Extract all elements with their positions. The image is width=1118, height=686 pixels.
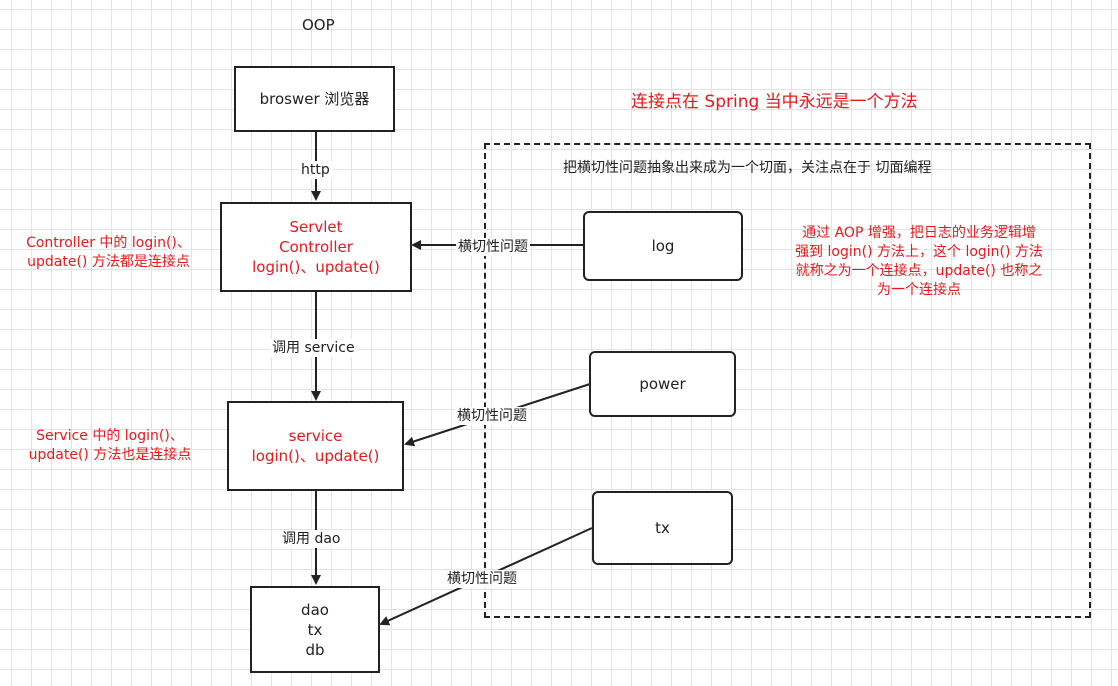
controller-label-controller: Controller <box>279 238 353 256</box>
edge-label-cross-log: 横切性问题 <box>456 238 530 256</box>
tx-label: tx <box>655 519 670 537</box>
service-note: Service 中的 login()、 update() 方法也是连接点 <box>12 427 208 465</box>
service-note-line2: update() 方法也是连接点 <box>28 447 192 463</box>
headline: 连接点在 Spring 当中永远是一个方法 <box>631 92 918 112</box>
service-node[interactable]: service login()、update() <box>227 401 404 491</box>
service-label-title: service <box>288 427 343 445</box>
service-label-methods: login()、update() <box>251 447 380 465</box>
aop-note: 通过 AOP 增强，把日志的业务逻辑增 强到 login() 方法上，这个 lo… <box>766 224 1072 300</box>
log-label: log <box>651 237 675 255</box>
dao-label-db: db <box>305 640 325 659</box>
edge-label-cross-power: 横切性问题 <box>455 407 529 425</box>
dao-node[interactable]: dao tx db <box>250 586 380 673</box>
controller-note-line1: Controller 中的 login()、 <box>26 235 191 251</box>
aop-note-line2: 强到 login() 方法上，这个 login() 方法 <box>795 244 1043 260</box>
tx-node[interactable]: tx <box>592 491 733 565</box>
edge-label-call-service: 调用 service <box>270 339 357 357</box>
aop-note-line3: 就称之为一个连接点，update() 也称之 <box>795 263 1043 279</box>
browser-label: broswer 浏览器 <box>259 90 370 108</box>
browser-node[interactable]: broswer 浏览器 <box>234 66 395 132</box>
controller-label-methods: login()、update() <box>252 258 380 276</box>
edge-label-http: http <box>299 161 332 179</box>
controller-label-servlet: Servlet <box>289 218 343 236</box>
aspect-area-caption: 把横切性问题抽象出来成为一个切面，关注点在于 切面编程 <box>563 160 932 176</box>
controller-note-line2: update() 方法都是连接点 <box>27 254 190 270</box>
dao-label-dao: dao <box>301 600 329 619</box>
aop-note-line1: 通过 AOP 增强，把日志的业务逻辑增 <box>802 225 1036 241</box>
edge-label-call-dao: 调用 dao <box>280 530 343 548</box>
log-node[interactable]: log <box>583 211 743 281</box>
controller-note: Controller 中的 login()、 update() 方法都是连接点 <box>6 234 211 272</box>
aop-note-line4: 为一个连接点 <box>877 282 961 298</box>
controller-node[interactable]: Servlet Controller login()、update() <box>220 202 412 292</box>
power-label: power <box>639 375 686 393</box>
diagram-title: OOP <box>302 16 335 34</box>
dao-label-tx: tx <box>307 620 323 639</box>
service-note-line1: Service 中的 login()、 <box>36 428 184 444</box>
aspect-area <box>484 143 1091 618</box>
edge-label-cross-tx: 横切性问题 <box>445 570 519 588</box>
power-node[interactable]: power <box>589 351 736 417</box>
